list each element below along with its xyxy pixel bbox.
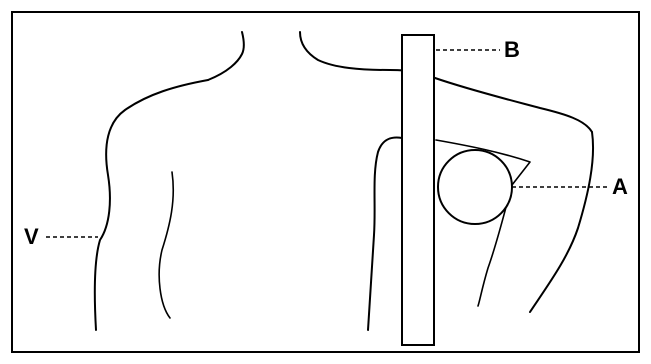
circle-a [438,150,512,224]
label-a: A [612,174,628,199]
board-b [402,35,434,345]
label-b: B [504,37,520,62]
label-v: V [24,224,39,249]
